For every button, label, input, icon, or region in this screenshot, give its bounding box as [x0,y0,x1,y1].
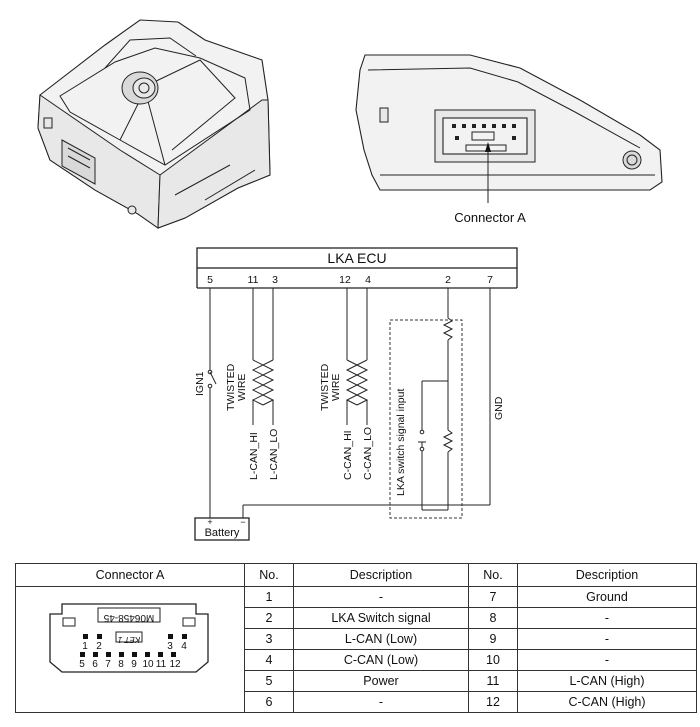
table-header-row: Connector A No. Description No. Descript… [15,563,697,587]
pin-no: 2 [244,607,294,629]
pin-no: 1 [244,586,294,608]
ecu-pin-5: 5 [207,274,213,286]
connector-image-cell [15,586,245,713]
battery-label: Battery [205,527,240,539]
ecu-pin-3: 3 [272,274,278,286]
ecu-pin-12: 12 [339,274,351,286]
pin-description: - [293,691,469,713]
table-row: 1 - 7 Ground [15,586,697,713]
table-row: 4 C-CAN (Low) 10 - [16,649,697,671]
pin-no: 4 [244,649,294,671]
ecu-pin-4: 4 [365,274,371,286]
twisted-wire-1-line1: TWISTED [225,363,237,411]
table-row: 2 LKA Switch signal 8 - [16,607,697,629]
pin-no: 5 [244,670,294,692]
pin-description: C-CAN (Low) [293,649,469,671]
pin-description: C-CAN (High) [517,691,697,713]
pin-no: 3 [244,628,294,650]
pin-description: - [517,628,697,650]
battery-minus: − [240,517,245,527]
ecu-pin-2: 2 [445,274,451,286]
pin-description: Power [293,670,469,692]
header-no-1: No. [244,563,294,587]
table-row: 6 - 12 C-CAN (High) [16,691,697,713]
ign1-label: IGN1 [194,371,206,396]
header-description-2: Description [517,563,697,587]
pin-description: - [517,607,697,629]
battery-plus: + [207,517,212,527]
pin-no: 12 [468,691,518,713]
table-row: 5 Power 11 L-CAN (High) [16,670,697,692]
pin-description: - [293,586,469,608]
ecu-pin-7: 7 [487,274,493,286]
header-connector: Connector A [15,563,245,587]
wiring-schematic [194,247,518,541]
pin-description: - [517,649,697,671]
twisted-wire-1-line2: WIRE [236,374,248,401]
pin-description: LKA Switch signal [293,607,469,629]
ecu-title: LKA ECU [327,250,386,266]
pin-description: Ground [517,586,697,608]
connector-a-callout: Connector A [454,210,526,225]
pin-no: 8 [468,607,518,629]
twisted-wire-2-line1: TWISTED [319,363,331,411]
c-can-lo-label: C-CAN_LO [362,427,374,480]
pin-no: 11 [468,670,518,692]
l-can-hi-label: L-CAN_HI [248,432,260,480]
twisted-wire-2-line2: WIRE [330,374,342,401]
pin-description: L-CAN (Low) [293,628,469,650]
pin-no: 6 [244,691,294,713]
lka-ecu-side-view [355,54,663,203]
header-description-1: Description [293,563,469,587]
connector-pin-table: Connector A No. Description No. Descript… [15,563,697,713]
pin-description: L-CAN (High) [517,670,697,692]
l-can-lo-label: L-CAN_LO [268,429,280,480]
pin-no: 10 [468,649,518,671]
ecu-pin-11: 11 [248,274,259,286]
gnd-label: GND [493,396,505,420]
pin-no: 9 [468,628,518,650]
lka-switch-signal-input-label: LKA switch signal input [395,389,407,496]
c-can-hi-label: C-CAN_HI [342,430,354,480]
lka-ecu-isometric-view [37,19,271,229]
pin-no: 7 [468,586,518,608]
header-no-2: No. [468,563,518,587]
